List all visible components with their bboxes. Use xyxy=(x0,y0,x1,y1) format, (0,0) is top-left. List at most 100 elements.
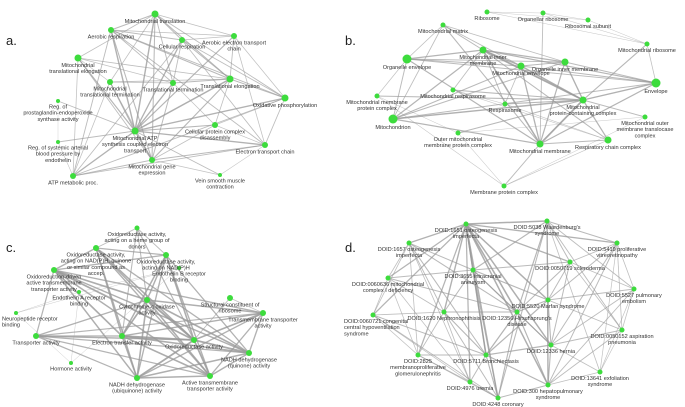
edge xyxy=(547,242,618,386)
edge xyxy=(550,288,635,346)
node-b7[interactable] xyxy=(402,54,412,64)
edge xyxy=(392,65,522,120)
node-d9[interactable] xyxy=(370,312,376,318)
node-a4[interactable] xyxy=(74,54,82,62)
node-d1[interactable] xyxy=(544,218,550,224)
node-c7[interactable] xyxy=(227,295,233,301)
node-d16[interactable] xyxy=(597,369,603,375)
node-c14[interactable] xyxy=(69,361,73,365)
node-c11[interactable] xyxy=(119,333,125,339)
node-a12[interactable] xyxy=(212,122,218,128)
node-d18[interactable] xyxy=(545,382,551,388)
node-c9[interactable] xyxy=(260,310,266,316)
edge xyxy=(70,267,180,364)
node-d7[interactable] xyxy=(631,286,637,292)
node-d10[interactable] xyxy=(441,309,447,315)
node-b6[interactable] xyxy=(561,58,569,66)
node-a1[interactable] xyxy=(108,27,114,33)
node-a14[interactable] xyxy=(70,173,76,179)
node-d6[interactable] xyxy=(385,275,391,281)
node-b9[interactable] xyxy=(651,78,661,88)
edge xyxy=(452,49,484,91)
node-a10[interactable] xyxy=(56,140,60,144)
node-c10[interactable] xyxy=(33,333,39,339)
node-b14[interactable] xyxy=(642,114,648,120)
edge xyxy=(387,277,419,356)
node-b1[interactable] xyxy=(540,10,546,16)
node-c13[interactable] xyxy=(246,350,252,356)
node-d17[interactable] xyxy=(467,379,473,385)
node-b10[interactable] xyxy=(374,93,380,99)
edge xyxy=(542,12,589,21)
node-a9[interactable] xyxy=(281,94,289,102)
edge xyxy=(569,242,618,263)
node-d3[interactable] xyxy=(614,240,620,246)
node-b3[interactable] xyxy=(440,22,446,28)
panel-a-letter: a. xyxy=(6,33,17,48)
edge xyxy=(136,375,211,379)
edge xyxy=(539,12,544,145)
node-b18[interactable] xyxy=(604,136,612,144)
node-b8[interactable] xyxy=(517,62,525,70)
node-b11[interactable] xyxy=(450,87,456,93)
node-a6[interactable] xyxy=(107,79,113,85)
node-b17[interactable] xyxy=(536,140,544,148)
node-c6[interactable] xyxy=(144,297,150,303)
node-c12[interactable] xyxy=(191,337,197,343)
node-d13[interactable] xyxy=(548,342,554,348)
node-b4[interactable] xyxy=(644,41,650,47)
panel-d-nodes xyxy=(370,218,637,401)
node-a11[interactable] xyxy=(131,127,139,135)
edge xyxy=(134,130,221,176)
node-a13[interactable] xyxy=(262,142,268,148)
node-a5[interactable] xyxy=(226,75,234,83)
node-b5[interactable] xyxy=(479,46,487,54)
node-d0[interactable] xyxy=(463,221,469,227)
panel-a-nodes xyxy=(56,10,289,179)
node-b12[interactable] xyxy=(579,96,587,104)
node-d14[interactable] xyxy=(415,352,421,358)
node-label-a13: Electron transport chain xyxy=(235,150,294,156)
edge xyxy=(233,35,266,146)
node-c4[interactable] xyxy=(51,267,57,273)
node-a0[interactable] xyxy=(151,10,159,18)
node-b2[interactable] xyxy=(585,17,591,23)
edge xyxy=(516,311,552,346)
node-a8[interactable] xyxy=(56,99,60,103)
node-b13[interactable] xyxy=(502,101,508,107)
node-c16[interactable] xyxy=(207,373,213,379)
edge xyxy=(136,352,250,379)
node-a3[interactable] xyxy=(231,33,237,39)
edge xyxy=(229,297,264,314)
node-c3[interactable] xyxy=(177,266,181,270)
node-d8[interactable] xyxy=(545,297,551,303)
node-a2[interactable] xyxy=(179,37,185,43)
node-d15[interactable] xyxy=(483,352,489,358)
node-c5[interactable] xyxy=(77,290,81,294)
node-d5[interactable] xyxy=(567,259,573,265)
node-b0[interactable] xyxy=(484,9,490,15)
node-c1[interactable] xyxy=(93,245,99,251)
edge xyxy=(146,299,264,314)
node-a7[interactable] xyxy=(170,80,176,86)
node-d4[interactable] xyxy=(470,267,476,273)
node-c2[interactable] xyxy=(163,252,169,258)
node-b15[interactable] xyxy=(388,114,398,124)
edge xyxy=(209,312,264,377)
node-c15[interactable] xyxy=(134,375,140,381)
node-d11[interactable] xyxy=(514,309,520,315)
node-a15[interactable] xyxy=(149,157,155,163)
node-b19[interactable] xyxy=(501,183,507,189)
node-b16[interactable] xyxy=(455,130,461,136)
node-c8[interactable] xyxy=(14,311,18,315)
node-d19[interactable] xyxy=(495,395,501,401)
node-d2[interactable] xyxy=(406,240,412,246)
node-c0[interactable] xyxy=(134,225,140,231)
node-d12[interactable] xyxy=(619,327,625,333)
node-a16[interactable] xyxy=(218,173,222,177)
